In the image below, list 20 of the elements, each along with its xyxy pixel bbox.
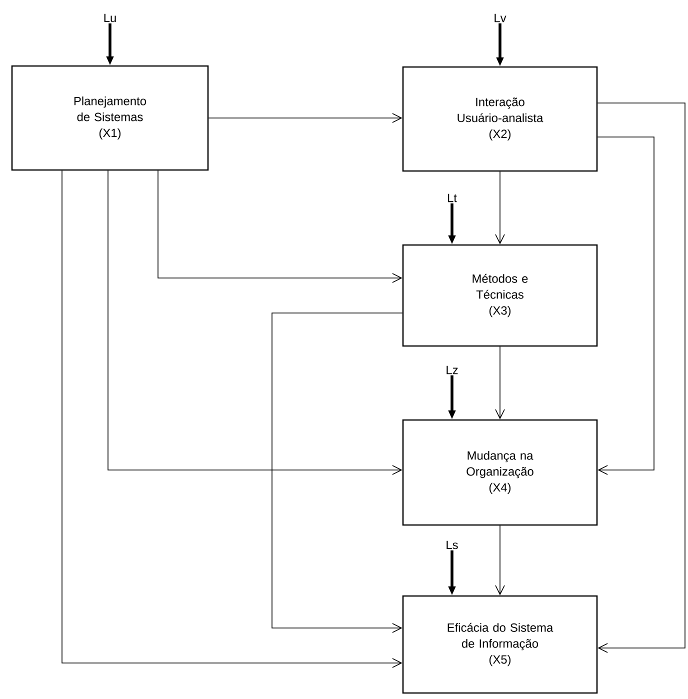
input-label: Lv (494, 14, 506, 22)
process-box: Interação Usuário-analista (X2) (402, 66, 598, 172)
arrow (158, 170, 402, 283)
input-label: Ls (446, 540, 458, 550)
input-label: Lu (104, 14, 116, 22)
arrow (597, 102, 686, 653)
process-box: Métodos e Técnicas (X3) (402, 244, 598, 347)
process-box: Planejamento de Sistemas (X1) (11, 65, 209, 171)
arrow (597, 136, 654, 475)
input-label: Lz (446, 366, 458, 374)
process-box: Mudança na Organização (X4) (402, 419, 598, 526)
arrow (495, 171, 505, 244)
process-box: Eficácia do Sistema de Informação (X5) (402, 595, 598, 694)
arrow (272, 312, 403, 633)
arrow (208, 113, 402, 123)
arrow (108, 170, 402, 475)
arrow (495, 525, 505, 596)
arrow (62, 170, 402, 668)
input-label: Lt (448, 194, 457, 202)
arrow (495, 346, 505, 420)
